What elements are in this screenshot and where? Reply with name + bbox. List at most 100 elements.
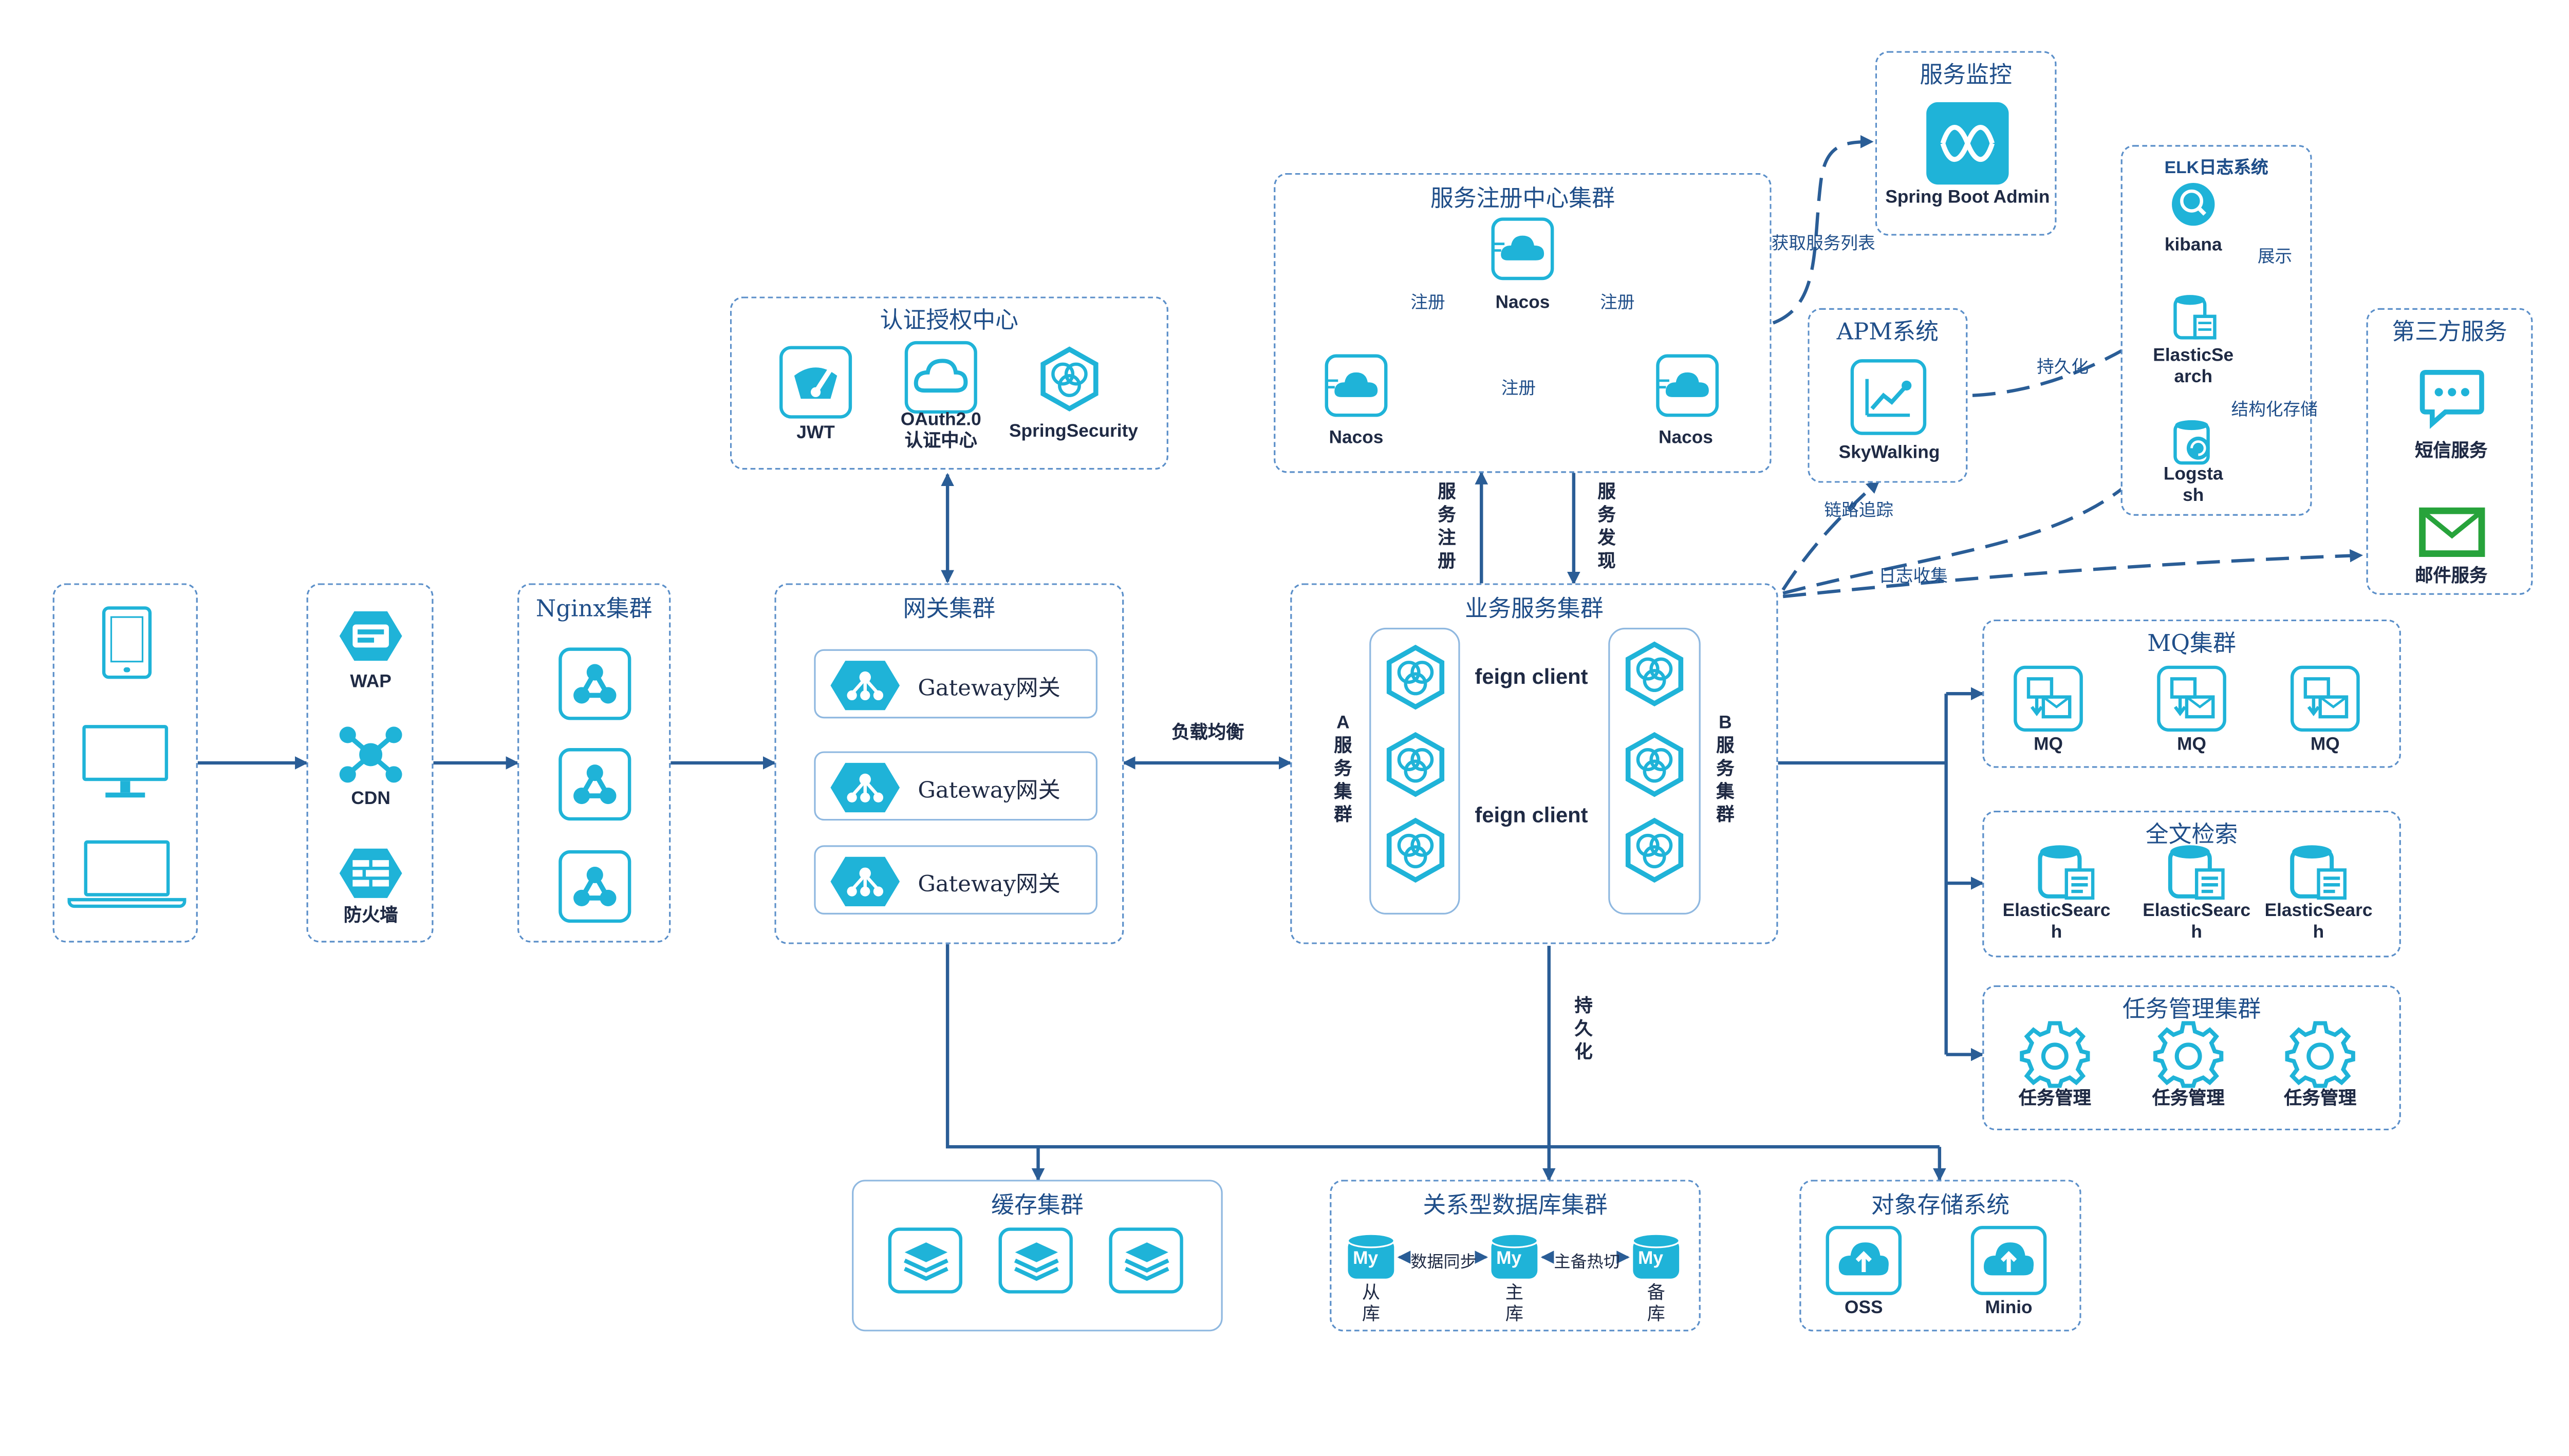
skywalking-label: SkyWalking <box>1838 443 1940 463</box>
logstash-icon <box>2172 417 2218 466</box>
data-sync-label: 数据同步 <box>1410 1254 1477 1272</box>
register-bottom-label: 注册 <box>1501 379 1536 399</box>
cache-title: 缓存集群 <box>991 1193 1084 1220</box>
trace-label: 链路追踪 <box>1824 500 1894 521</box>
arrow-logs-to-mail <box>1782 549 2363 599</box>
gateway-node: Gateway网关 <box>814 751 1097 821</box>
structured-store-label: 结构化存储 <box>2231 400 2318 420</box>
tablet-icon <box>102 606 152 679</box>
nacos-right-label: Nacos <box>1658 428 1713 449</box>
mysql-backup-icon: My <box>1631 1233 1681 1282</box>
elasticsearch-icon <box>2037 842 2096 901</box>
oauth-label: OAuth2.0 认证中心 <box>900 410 981 452</box>
auth-center: 认证授权中心 JWT OAuth2.0 认证中心 SpringSecurity <box>730 296 1168 470</box>
hot-switch-label: 主备热切 <box>1554 1254 1620 1272</box>
elasticsearch-elk-label: ElasticSe arch <box>2153 346 2234 387</box>
elasticsearch-icon <box>2172 292 2218 341</box>
apm-title: APM系统 <box>1836 320 1939 346</box>
nginx-node-icon <box>559 850 631 923</box>
cluster-a-label: A服务集群 <box>1334 713 1352 826</box>
task-label: 任务管理 <box>2018 1089 2091 1109</box>
oss-cloud-icon <box>1826 1226 1902 1295</box>
persist-apm-label: 持久化 <box>2037 357 2089 378</box>
firewall-label: 防火墙 <box>343 906 398 926</box>
register-right-label: 注册 <box>1600 293 1635 313</box>
gear-icon <box>2285 1021 2355 1088</box>
arrow-get-service-list <box>1772 135 1874 325</box>
load-balance-label: 负载均衡 <box>1171 723 1244 743</box>
feign-client-top-label: feign client <box>1475 664 1588 689</box>
gateway-label: Gateway网关 <box>918 777 1060 805</box>
master-db-label: 主 库 <box>1505 1282 1524 1325</box>
monitor-icon <box>82 725 169 801</box>
monitor-title: 服务监控 <box>1920 62 2012 89</box>
sms-icon <box>2419 369 2485 429</box>
mq-icon <box>2014 665 2083 732</box>
nginx-cluster: Nginx集群 <box>517 583 671 943</box>
cdn-icon <box>338 726 403 783</box>
elk-title: ELK日志系统 <box>2164 158 2268 178</box>
nacos-top-label: Nacos <box>1495 293 1550 313</box>
oauth-cloud-icon <box>904 341 977 414</box>
jwt-icon <box>779 346 852 419</box>
kibana-icon <box>2170 181 2217 228</box>
business-title: 业务服务集群 <box>1465 596 1604 623</box>
task-label: 任务管理 <box>2152 1089 2225 1109</box>
cdn-label: CDN <box>351 789 390 809</box>
mysql-badge: My <box>1637 1249 1663 1269</box>
cache-layers-icon <box>998 1227 1073 1294</box>
mysql-badge: My <box>1353 1249 1379 1269</box>
elasticsearch-icon <box>2167 842 2226 901</box>
mq-label: MQ <box>2034 735 2063 755</box>
gateway-icon <box>830 856 900 906</box>
registry-title: 服务注册中心集群 <box>1430 186 1615 213</box>
service-node-icon <box>1384 817 1447 883</box>
persist-label: 持久化 <box>1574 997 1593 1063</box>
mail-label: 邮件服务 <box>2415 567 2488 587</box>
nginx-node-icon <box>559 748 631 821</box>
cluster-b-label: B服务集群 <box>1716 713 1735 826</box>
nacos-left-label: Nacos <box>1329 428 1384 449</box>
mq-title: MQ集群 <box>2147 631 2236 658</box>
auth-title: 认证授权中心 <box>880 308 1019 335</box>
log-collect-label: 日志收集 <box>1878 567 1948 587</box>
spring-security-label: SpringSecurity <box>1009 422 1138 442</box>
logstash-label: Logsta sh <box>2163 464 2223 506</box>
mysql-master-icon: My <box>1490 1233 1539 1282</box>
wap-icon <box>338 608 403 664</box>
backup-db-label: 备 库 <box>1647 1282 1665 1325</box>
gear-icon <box>2153 1021 2224 1088</box>
service-node-icon <box>1384 644 1447 710</box>
bus-gateway-storage <box>945 944 1940 1149</box>
mail-icon <box>2417 506 2487 559</box>
minio-label: Minio <box>1985 1298 2033 1318</box>
sms-label: 短信服务 <box>2415 441 2488 462</box>
clients-group <box>52 583 198 943</box>
gateway-icon <box>830 762 900 813</box>
elasticsearch-icon <box>2289 842 2348 901</box>
elasticsearch-label: ElasticSearc h <box>2264 901 2373 943</box>
service-node-icon <box>1384 732 1447 797</box>
third-party-services: 第三方服务 短信服务 邮件服务 <box>2366 308 2533 595</box>
edge-group: WAP CDN 防火墙 <box>306 583 434 943</box>
get-service-list-label: 获取服务列表 <box>1771 234 1875 254</box>
spring-boot-admin-icon <box>1926 102 2009 185</box>
mysql-slave-icon: My <box>1346 1233 1395 1282</box>
nacos-cloud-icon <box>1491 217 1554 281</box>
firewall-icon <box>338 845 403 901</box>
slave-db-label: 从 库 <box>1362 1282 1381 1325</box>
spring-boot-admin-label: Spring Boot Admin <box>1885 188 2050 208</box>
service-monitor: 服务监控 Spring Boot Admin <box>1875 51 2057 236</box>
spring-security-icon <box>1038 346 1101 412</box>
mq-label: MQ <box>2177 735 2206 755</box>
cache-layers-icon <box>1109 1227 1183 1294</box>
rdb-title: 关系型数据库集群 <box>1423 1193 1608 1220</box>
minio-cloud-icon <box>1970 1226 2047 1295</box>
show-label: 展示 <box>2257 247 2293 267</box>
oss-title: 对象存储系统 <box>1871 1193 2010 1220</box>
gateway-node: Gateway网关 <box>814 649 1097 719</box>
business-cluster: 业务服务集群 <box>1290 583 1778 944</box>
service-node-icon <box>1623 641 1686 706</box>
nacos-cloud-icon <box>1325 354 1388 417</box>
nginx-title: Nginx集群 <box>535 596 653 623</box>
